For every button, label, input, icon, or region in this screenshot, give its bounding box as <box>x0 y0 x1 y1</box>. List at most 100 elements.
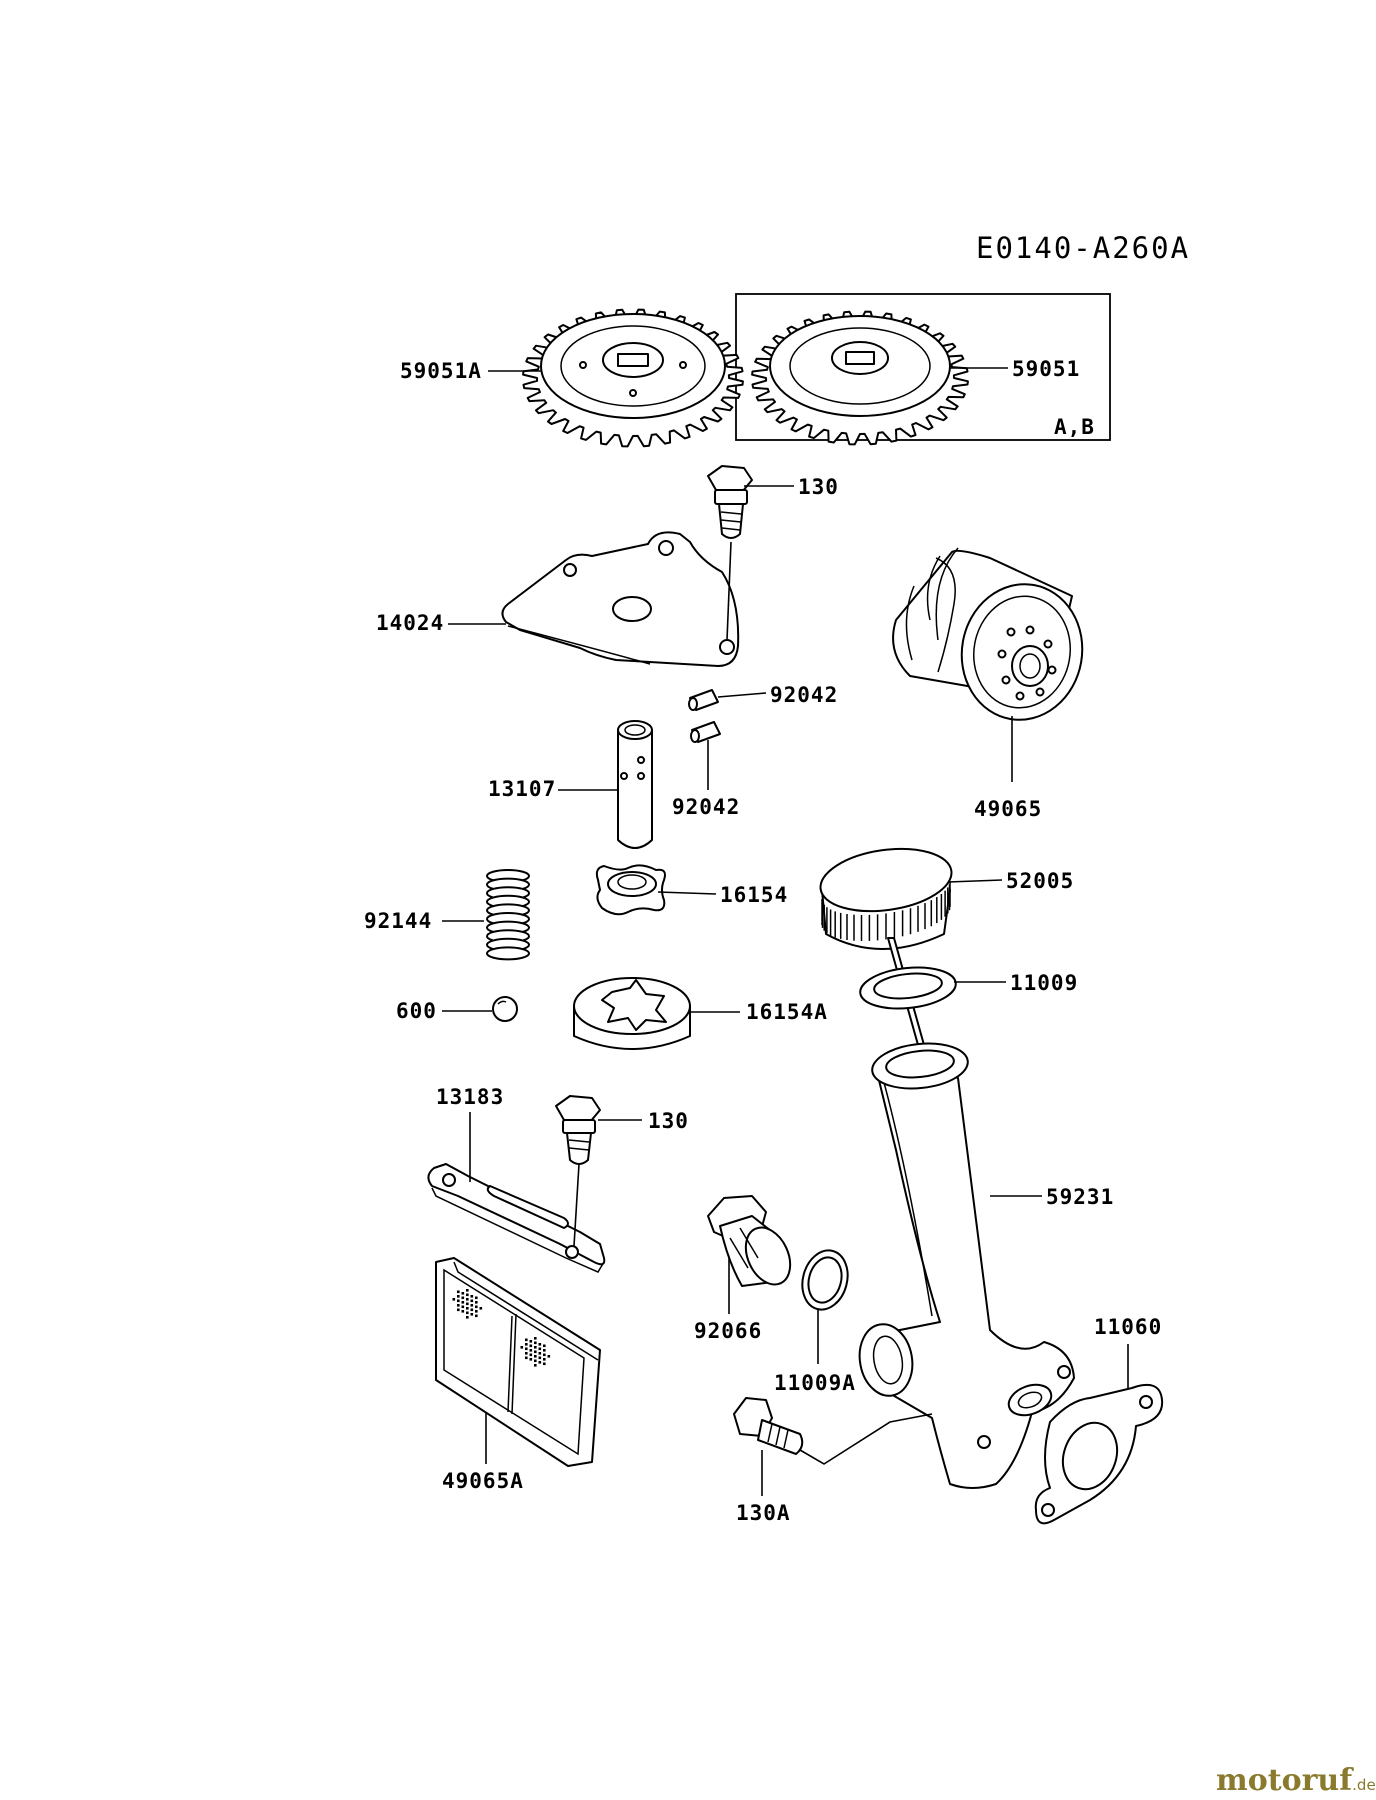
gasket-11060 <box>1034 1384 1164 1525</box>
label-92066: 92066 <box>694 1319 762 1343</box>
watermark-tld: .de <box>1352 1776 1376 1794</box>
spring-coil <box>486 946 530 961</box>
mesh-dot <box>466 1311 469 1315</box>
mesh-dot <box>534 1355 537 1358</box>
drain-plug-92066 <box>707 1195 792 1287</box>
dowel-pin-92042-b <box>690 721 721 743</box>
mesh-dot <box>461 1310 465 1313</box>
label-59231: 59231 <box>1046 1185 1114 1209</box>
label-14024: 14024 <box>376 611 444 635</box>
mesh-dot <box>475 1314 478 1318</box>
mesh-dot <box>475 1301 478 1304</box>
mesh-dot <box>457 1290 460 1294</box>
mesh-dot <box>538 1343 542 1346</box>
label-11060: 11060 <box>1094 1315 1162 1339</box>
mesh-dot <box>547 1355 551 1358</box>
mesh-dot <box>461 1305 465 1309</box>
label-59051a: 59051A <box>400 359 482 383</box>
mesh-dot <box>529 1340 533 1343</box>
bolt-130-top <box>707 465 753 539</box>
label-11009a: 11009A <box>774 1371 856 1395</box>
mesh-dot <box>538 1352 542 1355</box>
mesh-dot <box>479 1307 483 1310</box>
pump-shaft-13107 <box>617 720 653 849</box>
mesh-dot <box>538 1361 542 1364</box>
label-49065a: 49065A <box>442 1469 524 1493</box>
strainer-bracket-13183 <box>427 1163 606 1273</box>
mesh-dot <box>470 1304 474 1307</box>
mesh-dot <box>520 1346 524 1349</box>
mesh-dot <box>534 1337 537 1340</box>
dipstick-cap-52005 <box>819 847 953 950</box>
mesh-dot <box>534 1346 537 1349</box>
mesh-dot <box>470 1295 474 1298</box>
label-11009: 11009 <box>1010 971 1078 995</box>
mesh-dot <box>461 1292 465 1295</box>
label-13107: 13107 <box>488 777 556 801</box>
mesh-dot <box>457 1295 460 1298</box>
svg-text:motoruf.de: motoruf.de <box>1216 1763 1376 1798</box>
mesh-dot <box>466 1316 469 1319</box>
mesh-dot <box>525 1356 528 1360</box>
mesh-dot <box>543 1362 546 1366</box>
strainer-mesh-left <box>452 1289 483 1319</box>
mesh-dot <box>525 1338 528 1342</box>
mesh-dot <box>475 1305 478 1309</box>
mesh-dot <box>470 1313 474 1316</box>
gear-59051 <box>751 310 969 446</box>
mesh-dot <box>461 1301 465 1304</box>
mesh-dot <box>466 1289 469 1292</box>
mesh-dot <box>466 1298 469 1301</box>
mesh-dot <box>534 1364 537 1367</box>
mesh-dot <box>525 1347 528 1351</box>
label-16154a: 16154A <box>746 1000 828 1024</box>
mesh-dot <box>466 1307 469 1310</box>
outer-rotor-16154a <box>573 977 691 1050</box>
label-600: 600 <box>396 999 437 1023</box>
oil-filler-tube-59231 <box>858 1042 1075 1489</box>
dowel-pin-92042-a <box>688 689 719 711</box>
watermark-logo: motoruf.de <box>1216 1763 1376 1798</box>
o-ring-11009 <box>859 966 957 1010</box>
mesh-dot <box>525 1343 528 1346</box>
mesh-dot <box>466 1293 469 1297</box>
label-130a: 130A <box>736 1501 791 1525</box>
mesh-dot <box>457 1299 460 1303</box>
label-13183: 13183 <box>436 1085 504 1109</box>
label-92144: 92144 <box>364 909 432 933</box>
oil-filter-49065 <box>892 547 1084 721</box>
pump-cover-plate-14024 <box>501 531 740 667</box>
mesh-dot <box>543 1344 546 1348</box>
mesh-dot <box>543 1353 546 1357</box>
inner-rotor-16154 <box>595 864 666 916</box>
mesh-dot <box>457 1304 460 1307</box>
label-130-top: 130 <box>798 475 839 499</box>
mesh-dot <box>529 1353 533 1357</box>
label-52005: 52005 <box>1006 869 1074 893</box>
strainer-mesh-right <box>520 1337 551 1367</box>
inset-variant-label: A,B <box>1054 415 1095 439</box>
mesh-dot <box>529 1358 533 1361</box>
mesh-dot <box>470 1299 474 1303</box>
mesh-dot <box>534 1350 537 1354</box>
label-130-mid: 130 <box>648 1109 689 1133</box>
mesh-dot <box>529 1344 533 1348</box>
relief-ball-600 <box>492 996 518 1022</box>
mesh-dot <box>534 1359 537 1363</box>
mesh-dot <box>538 1347 542 1351</box>
mesh-dot <box>538 1356 542 1360</box>
mesh-dot <box>525 1352 528 1355</box>
mesh-dot <box>529 1349 533 1352</box>
label-59051: 59051 <box>1012 357 1080 381</box>
mesh-dot <box>543 1349 546 1352</box>
oil-strainer-49065a <box>435 1257 601 1467</box>
relief-spring-92144 <box>486 869 530 961</box>
mesh-dot <box>461 1296 465 1300</box>
bolt-130a <box>733 1397 804 1455</box>
washer-11009a <box>801 1249 849 1311</box>
bolt-130-mid <box>555 1095 601 1165</box>
watermark-brand: motoruf <box>1216 1763 1354 1798</box>
mesh-dot <box>475 1296 478 1300</box>
mesh-dot <box>534 1341 537 1345</box>
